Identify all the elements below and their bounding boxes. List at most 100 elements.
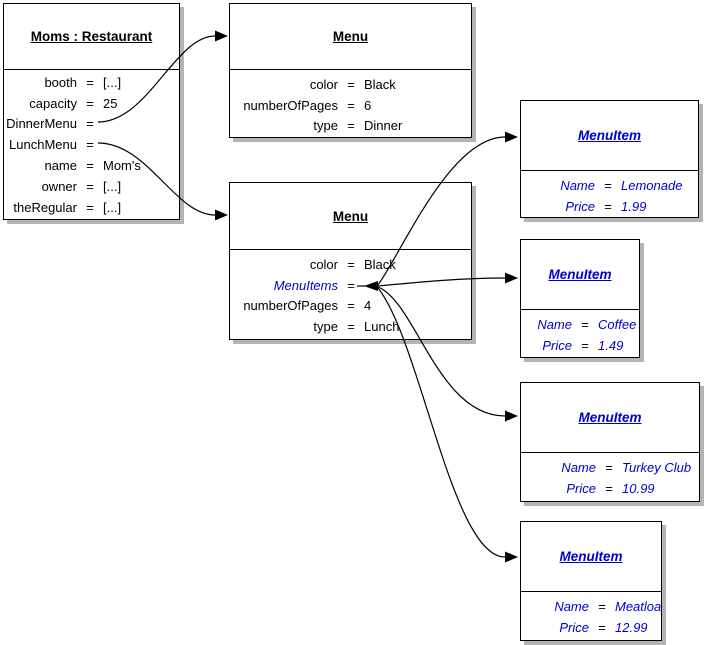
attr-name: Name [537, 316, 572, 332]
object-title: Menu [332, 208, 369, 224]
attr-row-type: type=Lunch [230, 316, 471, 337]
attr-row-name: name = Mom's [4, 155, 179, 176]
attr-name: capacity [29, 95, 77, 111]
attr-row-Price: Price = 12.99 [521, 617, 661, 638]
attr-row-Price: Price = 10.99 [521, 478, 699, 499]
object-title: MenuItem [577, 128, 641, 143]
attr-name: Price [565, 198, 595, 214]
attr-row-capacity: capacity = 25 [4, 93, 179, 114]
equals-sign: = [605, 459, 613, 475]
equals-sign: = [86, 116, 94, 132]
equals-sign: = [604, 198, 612, 214]
attr-row-owner: owner = [...] [4, 176, 179, 197]
attr-name: booth [44, 74, 77, 90]
attr-name: Price [559, 619, 589, 635]
arrow-menuitems-to-coffee-arrowhead-icon [505, 272, 518, 284]
attr-name: Price [566, 480, 596, 496]
attr-row-LunchMenu: LunchMenu = [4, 134, 179, 155]
attr-name: theRegular [13, 199, 77, 215]
object-title: MenuItem [578, 410, 642, 425]
attr-value: Mom's [103, 158, 141, 174]
attr-row-numberOfPages: numberOfPages=4 [230, 296, 471, 317]
attr-value: Dinner [364, 118, 403, 134]
equals-sign: = [347, 76, 355, 92]
attr-row-MenuItems: MenuItems = [230, 275, 471, 296]
equals-sign: = [86, 95, 94, 111]
attr-name: color [309, 76, 338, 92]
arrow-menuitems-to-meatloaf-arrowhead-icon [505, 551, 518, 563]
object-title-compartment: MenuItem [521, 240, 639, 310]
attr-name: type [313, 319, 338, 335]
object-title: MenuItem [548, 267, 612, 282]
equals-sign: = [347, 277, 355, 293]
equals-sign: = [86, 137, 94, 153]
attr-value: 1.99 [621, 198, 647, 214]
attr-name: Name [561, 459, 596, 475]
equals-sign: = [581, 337, 589, 353]
attr-value: Black [364, 256, 396, 272]
attr-row-theRegular: theRegular=[...] [4, 197, 179, 218]
equals-sign: = [86, 74, 94, 90]
object-title-compartment: MenuItem [521, 383, 699, 453]
object-title: Menu [332, 29, 369, 44]
equals-sign: = [347, 118, 355, 134]
attr-row-DinnerMenu: DinnerMenu= [4, 114, 179, 135]
object-title: Moms : Restaurant [30, 29, 153, 44]
attr-value: 10.99 [622, 480, 655, 496]
attr-value: 12.99 [615, 619, 648, 635]
attr-value: Lemonade [621, 177, 683, 193]
attr-row-booth: booth = [...] [4, 72, 179, 93]
attr-name: numberOfPages [243, 97, 338, 113]
attr-name: Price [542, 337, 572, 353]
object-title-compartment: MenuItem [521, 522, 661, 592]
equals-sign: = [86, 178, 94, 194]
equals-sign: = [86, 158, 94, 174]
equals-sign: = [598, 619, 606, 635]
attr-value: Meatloaf [615, 598, 661, 614]
attr-value: Turkey Club [622, 459, 692, 475]
equals-sign: = [605, 480, 613, 496]
attr-name: MenuItems [273, 277, 338, 293]
attr-row-color: color = Black [230, 74, 471, 95]
attr-value: [...] [103, 178, 122, 194]
arrow-lunchmenu-to-lunch-menu-arrowhead-icon [215, 209, 228, 221]
object-title-compartment: Menu [230, 183, 471, 250]
attr-row-Name: Name=Coffee [521, 314, 639, 335]
attr-name: numberOfPages [243, 298, 338, 314]
attr-value: 25 [103, 95, 118, 111]
attr-row-Price: Price = 1.49 [521, 335, 639, 356]
attr-row-color: color=Black [230, 254, 471, 275]
equals-sign: = [347, 97, 355, 113]
arrow-menuitems-to-turkey-club-arrowhead-icon [505, 410, 518, 422]
attr-name: owner [41, 178, 77, 194]
equals-sign: = [604, 177, 612, 193]
attr-value: 1.49 [598, 337, 624, 353]
object-title-compartment: Menu [230, 4, 471, 70]
attr-name: name [44, 158, 77, 174]
equals-sign: = [86, 199, 94, 215]
attr-value: 6 [364, 97, 372, 113]
arrow-dinnermenu-to-dinner-menu-arrowhead-icon [215, 30, 228, 42]
attr-value: Black [364, 76, 396, 92]
equals-sign: = [598, 598, 606, 614]
attr-name: LunchMenu [9, 137, 77, 153]
object-title-compartment: MenuItem [521, 101, 698, 171]
attr-row-numberOfPages: numberOfPages = 6 [230, 95, 471, 116]
attr-name: Name [560, 177, 595, 193]
attr-name: color [309, 256, 338, 272]
attr-value: [...] [103, 74, 122, 90]
